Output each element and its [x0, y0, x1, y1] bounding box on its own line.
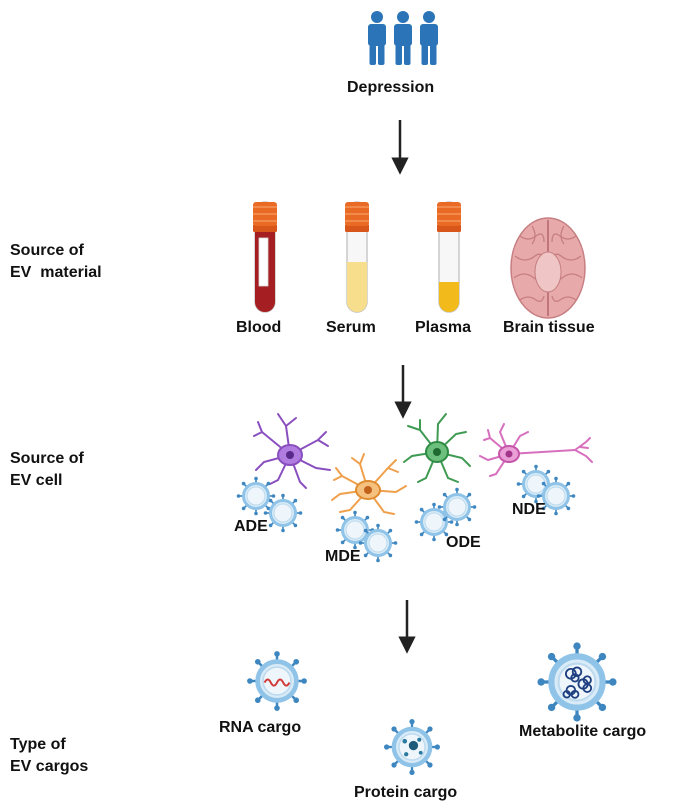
brain-tissue-icon: [510, 217, 586, 319]
metabolite-cargo-icon: [537, 642, 616, 721]
cell-label-ode: ODE: [446, 534, 481, 551]
astrocyte-icon: [253, 413, 331, 489]
depression-label: Depression: [347, 79, 435, 96]
row-label-ev-material: Source of EV material: [10, 240, 102, 284]
microglia-icon: [331, 453, 407, 515]
cargo-label-rna: RNA cargo: [219, 719, 302, 736]
cell-label-ade: ADE: [234, 518, 268, 535]
cargo-label-protein: Protein cargo: [354, 784, 458, 801]
rna-cargo-icon: [247, 651, 307, 711]
blood-tube-icon: [253, 201, 277, 313]
material-label-brain-tissue: Brain tissue: [503, 319, 595, 336]
row-label-line: Source of: [10, 242, 84, 259]
people-icon: [368, 11, 438, 65]
row-label-line: EV cargos: [10, 758, 89, 775]
cell-label-mde: MDE: [325, 548, 361, 565]
serum-tube-icon: [345, 201, 369, 313]
oligodendrocyte-icon: [403, 413, 471, 483]
material-label-serum: Serum: [326, 319, 376, 336]
plasma-tube-icon: [437, 201, 461, 313]
cargo-label-metabolite: Metabolite cargo: [519, 723, 647, 740]
cell-label-nde: NDE: [512, 501, 546, 518]
material-label-plasma: Plasma: [415, 319, 472, 336]
row-label-line: Source of: [10, 450, 84, 467]
row-label-line: EV cell: [10, 472, 63, 489]
row-label-ev-cell: Source of EV cell: [10, 448, 84, 492]
row-label-line: Type of: [10, 736, 66, 753]
row-label-line: EV material: [10, 264, 102, 281]
material-label-blood: Blood: [236, 319, 282, 336]
protein-cargo-icon: [384, 719, 440, 775]
row-label-ev-cargos: Type of EV cargos: [10, 734, 88, 778]
neuron-icon: [479, 423, 593, 477]
